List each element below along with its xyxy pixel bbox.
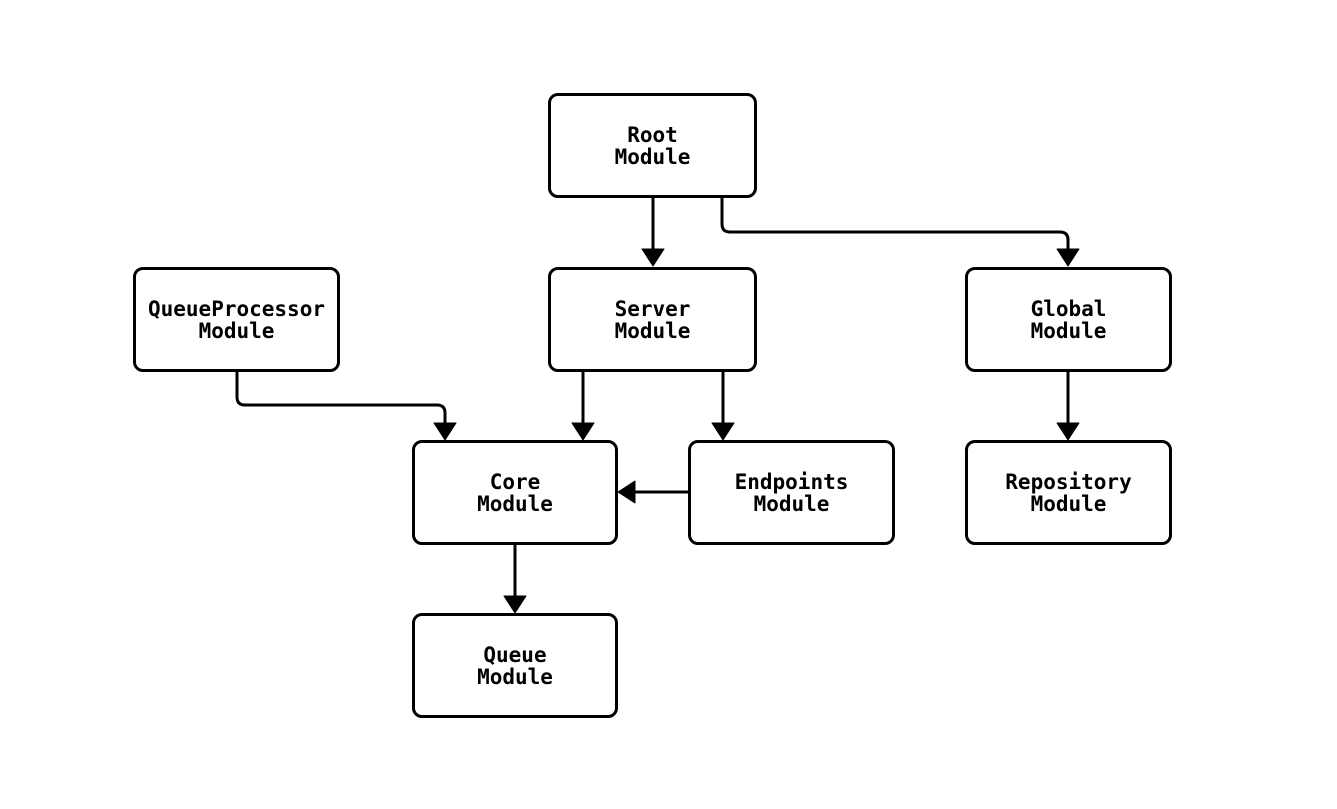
node-global-module: Global Module <box>965 267 1172 372</box>
node-core-module: Core Module <box>412 440 618 545</box>
edge-queueprocessor-to-core-arrowhead-icon <box>433 422 457 441</box>
edge-global-to-repository <box>1056 372 1080 441</box>
edge-global-to-repository-arrowhead-icon <box>1056 422 1080 441</box>
edge-core-to-queue-arrowhead-icon <box>503 595 527 614</box>
edge-server-to-core-arrowhead-icon <box>571 422 595 441</box>
edge-queueprocessor-to-core <box>235 372 457 441</box>
edge-endpoints-to-core <box>617 480 688 504</box>
edge-queueprocessor-to-core-line <box>235 372 447 424</box>
edge-root-to-global-arrowhead-icon <box>1056 248 1080 267</box>
node-queueprocessor-module-label: QueueProcessor Module <box>147 296 325 343</box>
node-global-module-label: Global Module <box>1030 296 1107 343</box>
edge-root-to-server-arrowhead-icon <box>641 248 665 267</box>
node-server-module-label: Server Module <box>614 296 691 343</box>
edge-root-to-global <box>720 198 1080 267</box>
node-core-module-label: Core Module <box>477 469 553 516</box>
node-root-module: Root Module <box>548 93 757 198</box>
edge-root-to-server <box>641 198 665 267</box>
node-queue-module-label: Queue Module <box>477 642 553 689</box>
node-endpoints-module: Endpoints Module <box>688 440 895 545</box>
node-endpoints-module-label: Endpoints Module <box>734 469 849 516</box>
edge-server-to-endpoints-arrowhead-icon <box>711 422 735 441</box>
node-queueprocessor-module: QueueProcessor Module <box>133 267 340 372</box>
node-root-module-label: Root Module <box>614 122 691 169</box>
node-server-module: Server Module <box>548 267 757 372</box>
edge-server-to-core <box>571 372 595 441</box>
edge-root-to-global-line <box>720 198 1070 250</box>
edge-endpoints-to-core-arrowhead-icon <box>617 480 636 504</box>
node-repository-module-label: Repository Module <box>1005 469 1132 516</box>
edge-server-to-endpoints <box>711 372 735 441</box>
node-repository-module: Repository Module <box>965 440 1172 545</box>
edge-core-to-queue <box>503 545 527 614</box>
node-queue-module: Queue Module <box>412 613 618 718</box>
